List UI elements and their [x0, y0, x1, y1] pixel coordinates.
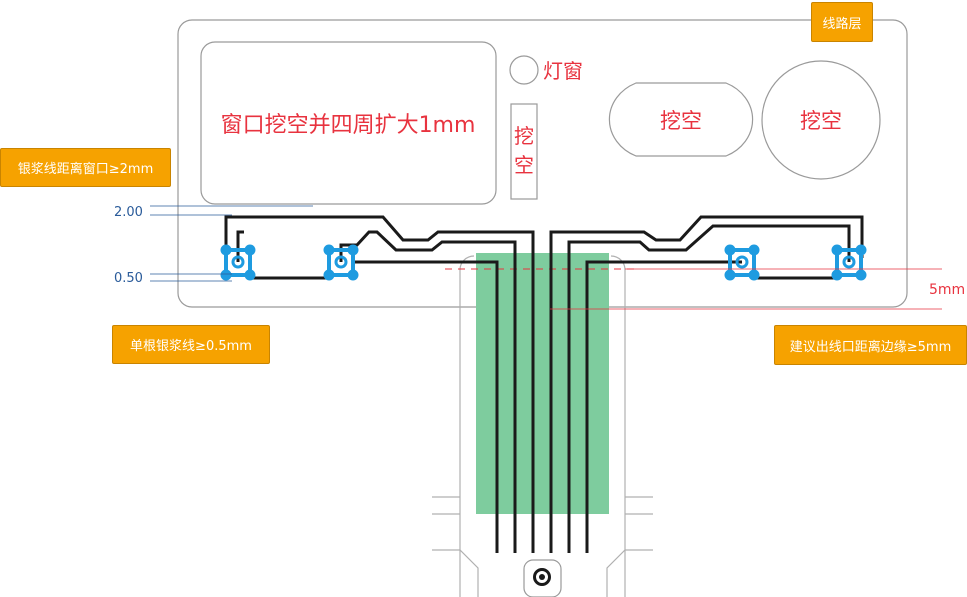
dim-2mm-label: 2.00	[114, 205, 143, 220]
dimension-lines	[150, 205, 313, 282]
trace-5	[567, 224, 851, 553]
edge-distance-lines	[550, 268, 942, 310]
pad-right-2	[831, 244, 867, 281]
d-shaped-cutout	[608, 82, 754, 157]
window-cutout	[200, 41, 497, 205]
pad-left-2	[323, 244, 359, 281]
pad-left-1	[220, 244, 256, 281]
round-cutout-label: 挖空	[800, 109, 842, 133]
dim-5mm-label: 5mm	[929, 282, 965, 298]
round-cutout	[761, 60, 881, 180]
layer-tag: 线路层	[811, 2, 873, 42]
connector-hole-center	[539, 574, 545, 580]
trace-1	[224, 215, 535, 553]
dim-05mm-label: 0.50	[114, 271, 143, 286]
trace-2	[339, 230, 517, 553]
light-window-circle	[509, 55, 539, 85]
vertical-cutout-char-1: 挖	[514, 124, 534, 148]
vertical-cutout	[510, 103, 538, 200]
d-cutout-label: 挖空	[660, 109, 702, 133]
outlet-edge-tag: 建议出线口距离边缘≥5mm	[774, 325, 967, 365]
light-window-label: 灯窗	[543, 59, 583, 83]
window-label: 窗口挖空并四周扩大1mm	[221, 113, 476, 138]
vertical-cutout-char-2: 空	[514, 153, 534, 177]
trace-3	[352, 260, 499, 553]
contact-pads	[220, 244, 867, 281]
trace-4	[549, 215, 864, 553]
line-width-tag: 单根银浆线≥0.5mm	[112, 325, 270, 364]
pad-right-1	[724, 244, 760, 281]
connector-hole	[533, 568, 551, 586]
silver-traces	[224, 215, 864, 553]
silver-to-window-tag: 银浆线距离窗口≥2mm	[0, 148, 171, 187]
trace-6	[585, 260, 742, 553]
